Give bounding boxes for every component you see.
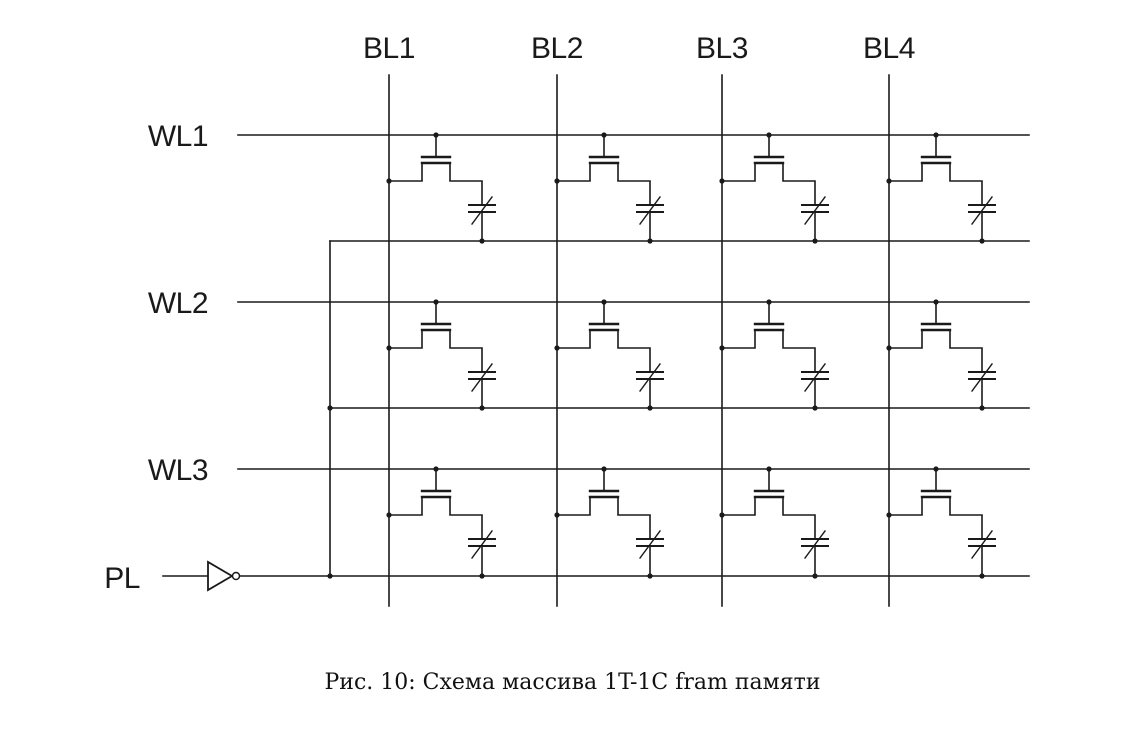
- memory-cell: [886, 299, 996, 411]
- bit-line-junction: [554, 178, 560, 184]
- bit-line-label-3: BL3: [696, 32, 748, 65]
- bit-line-labels: BL1 BL2 BL3 BL4: [363, 32, 915, 65]
- word-line-label-2: WL2: [148, 287, 208, 320]
- plate-line-driver: [162, 560, 331, 592]
- bit-line-junction: [554, 512, 560, 518]
- bit-line-junction: [886, 178, 892, 184]
- bit-line-junction: [386, 345, 392, 351]
- bit-line-label-2: BL2: [531, 32, 583, 65]
- drain-lead: [617, 497, 651, 539]
- plate-line-junction: [979, 238, 985, 244]
- drain-lead: [449, 330, 483, 372]
- drain-lead: [949, 330, 983, 372]
- bit-line-junction: [719, 178, 725, 184]
- ferroelectric-slash: [471, 363, 493, 392]
- word-line-label-1: WL1: [148, 120, 208, 153]
- word-line-labels: WL1 WL2 WL3: [148, 120, 209, 487]
- source-lead: [722, 497, 756, 516]
- bit-line-junction: [386, 178, 392, 184]
- ferroelectric-slash: [639, 530, 661, 559]
- inverter-triangle: [207, 560, 234, 592]
- memory-cell: [719, 132, 829, 244]
- ferroelectric-slash: [471, 196, 493, 225]
- plate-line-junction: [479, 405, 485, 411]
- drain-lead: [949, 163, 983, 205]
- memory-cell: [386, 132, 496, 244]
- bit-line-junction: [719, 512, 725, 518]
- ferroelectric-slash: [471, 530, 493, 559]
- memory-cell: [886, 132, 996, 244]
- plate-line-junction: [812, 238, 818, 244]
- wiring: [237, 74, 1030, 607]
- bit-line-junction: [554, 345, 560, 351]
- memory-cell: [386, 466, 496, 579]
- plate-bus-junction: [327, 405, 333, 411]
- memory-cell: [886, 466, 996, 579]
- bit-line-junction: [719, 345, 725, 351]
- source-lead: [722, 163, 756, 182]
- drain-lead: [449, 163, 483, 205]
- memory-cell: [719, 299, 829, 411]
- ferroelectric-slash: [639, 363, 661, 392]
- memory-cells: [386, 132, 996, 579]
- ferroelectric-slash: [971, 530, 993, 559]
- memory-cell: [554, 132, 664, 244]
- source-lead: [722, 330, 756, 349]
- memory-cell: [719, 466, 829, 579]
- memory-cell: [554, 299, 664, 411]
- source-lead: [389, 497, 423, 516]
- plate-line-junction: [479, 238, 485, 244]
- ferroelectric-slash: [971, 363, 993, 392]
- drain-lead: [617, 163, 651, 205]
- drain-lead: [949, 497, 983, 539]
- ferroelectric-slash: [804, 363, 826, 392]
- drain-lead: [782, 497, 816, 539]
- source-lead: [389, 330, 423, 349]
- plate-line-junction: [647, 573, 653, 579]
- figure-caption: Рис. 10: Схема массива 1T-1C fram памяти: [324, 670, 821, 695]
- source-lead: [889, 330, 923, 349]
- bit-line-label-4: BL4: [863, 32, 915, 65]
- word-line-label-3: WL3: [148, 454, 208, 487]
- source-lead: [389, 163, 423, 182]
- source-lead: [889, 497, 923, 516]
- bit-line-junction: [886, 345, 892, 351]
- ferroelectric-slash: [804, 530, 826, 559]
- memory-cell: [554, 466, 664, 579]
- plate-line-label: PL: [104, 562, 140, 595]
- drain-lead: [782, 163, 816, 205]
- ferroelectric-slash: [971, 196, 993, 225]
- drain-lead: [617, 330, 651, 372]
- drain-lead: [449, 497, 483, 539]
- source-lead: [557, 163, 591, 182]
- memory-cell: [386, 299, 496, 411]
- source-lead: [889, 163, 923, 182]
- plate-line-junction: [647, 405, 653, 411]
- plate-line-junction: [812, 405, 818, 411]
- plate-line-junction: [812, 573, 818, 579]
- bit-line-junction: [886, 512, 892, 518]
- inverter-bubble: [231, 571, 241, 581]
- plate-line-junction: [479, 573, 485, 579]
- source-lead: [557, 330, 591, 349]
- plate-line-junction: [979, 573, 985, 579]
- plate-line-junction: [647, 238, 653, 244]
- bit-line-label-1: BL1: [363, 32, 415, 65]
- ferroelectric-slash: [804, 196, 826, 225]
- drain-lead: [782, 330, 816, 372]
- source-lead: [557, 497, 591, 516]
- plate-line-junction: [979, 405, 985, 411]
- bit-line-junction: [386, 512, 392, 518]
- ferroelectric-slash: [639, 196, 661, 225]
